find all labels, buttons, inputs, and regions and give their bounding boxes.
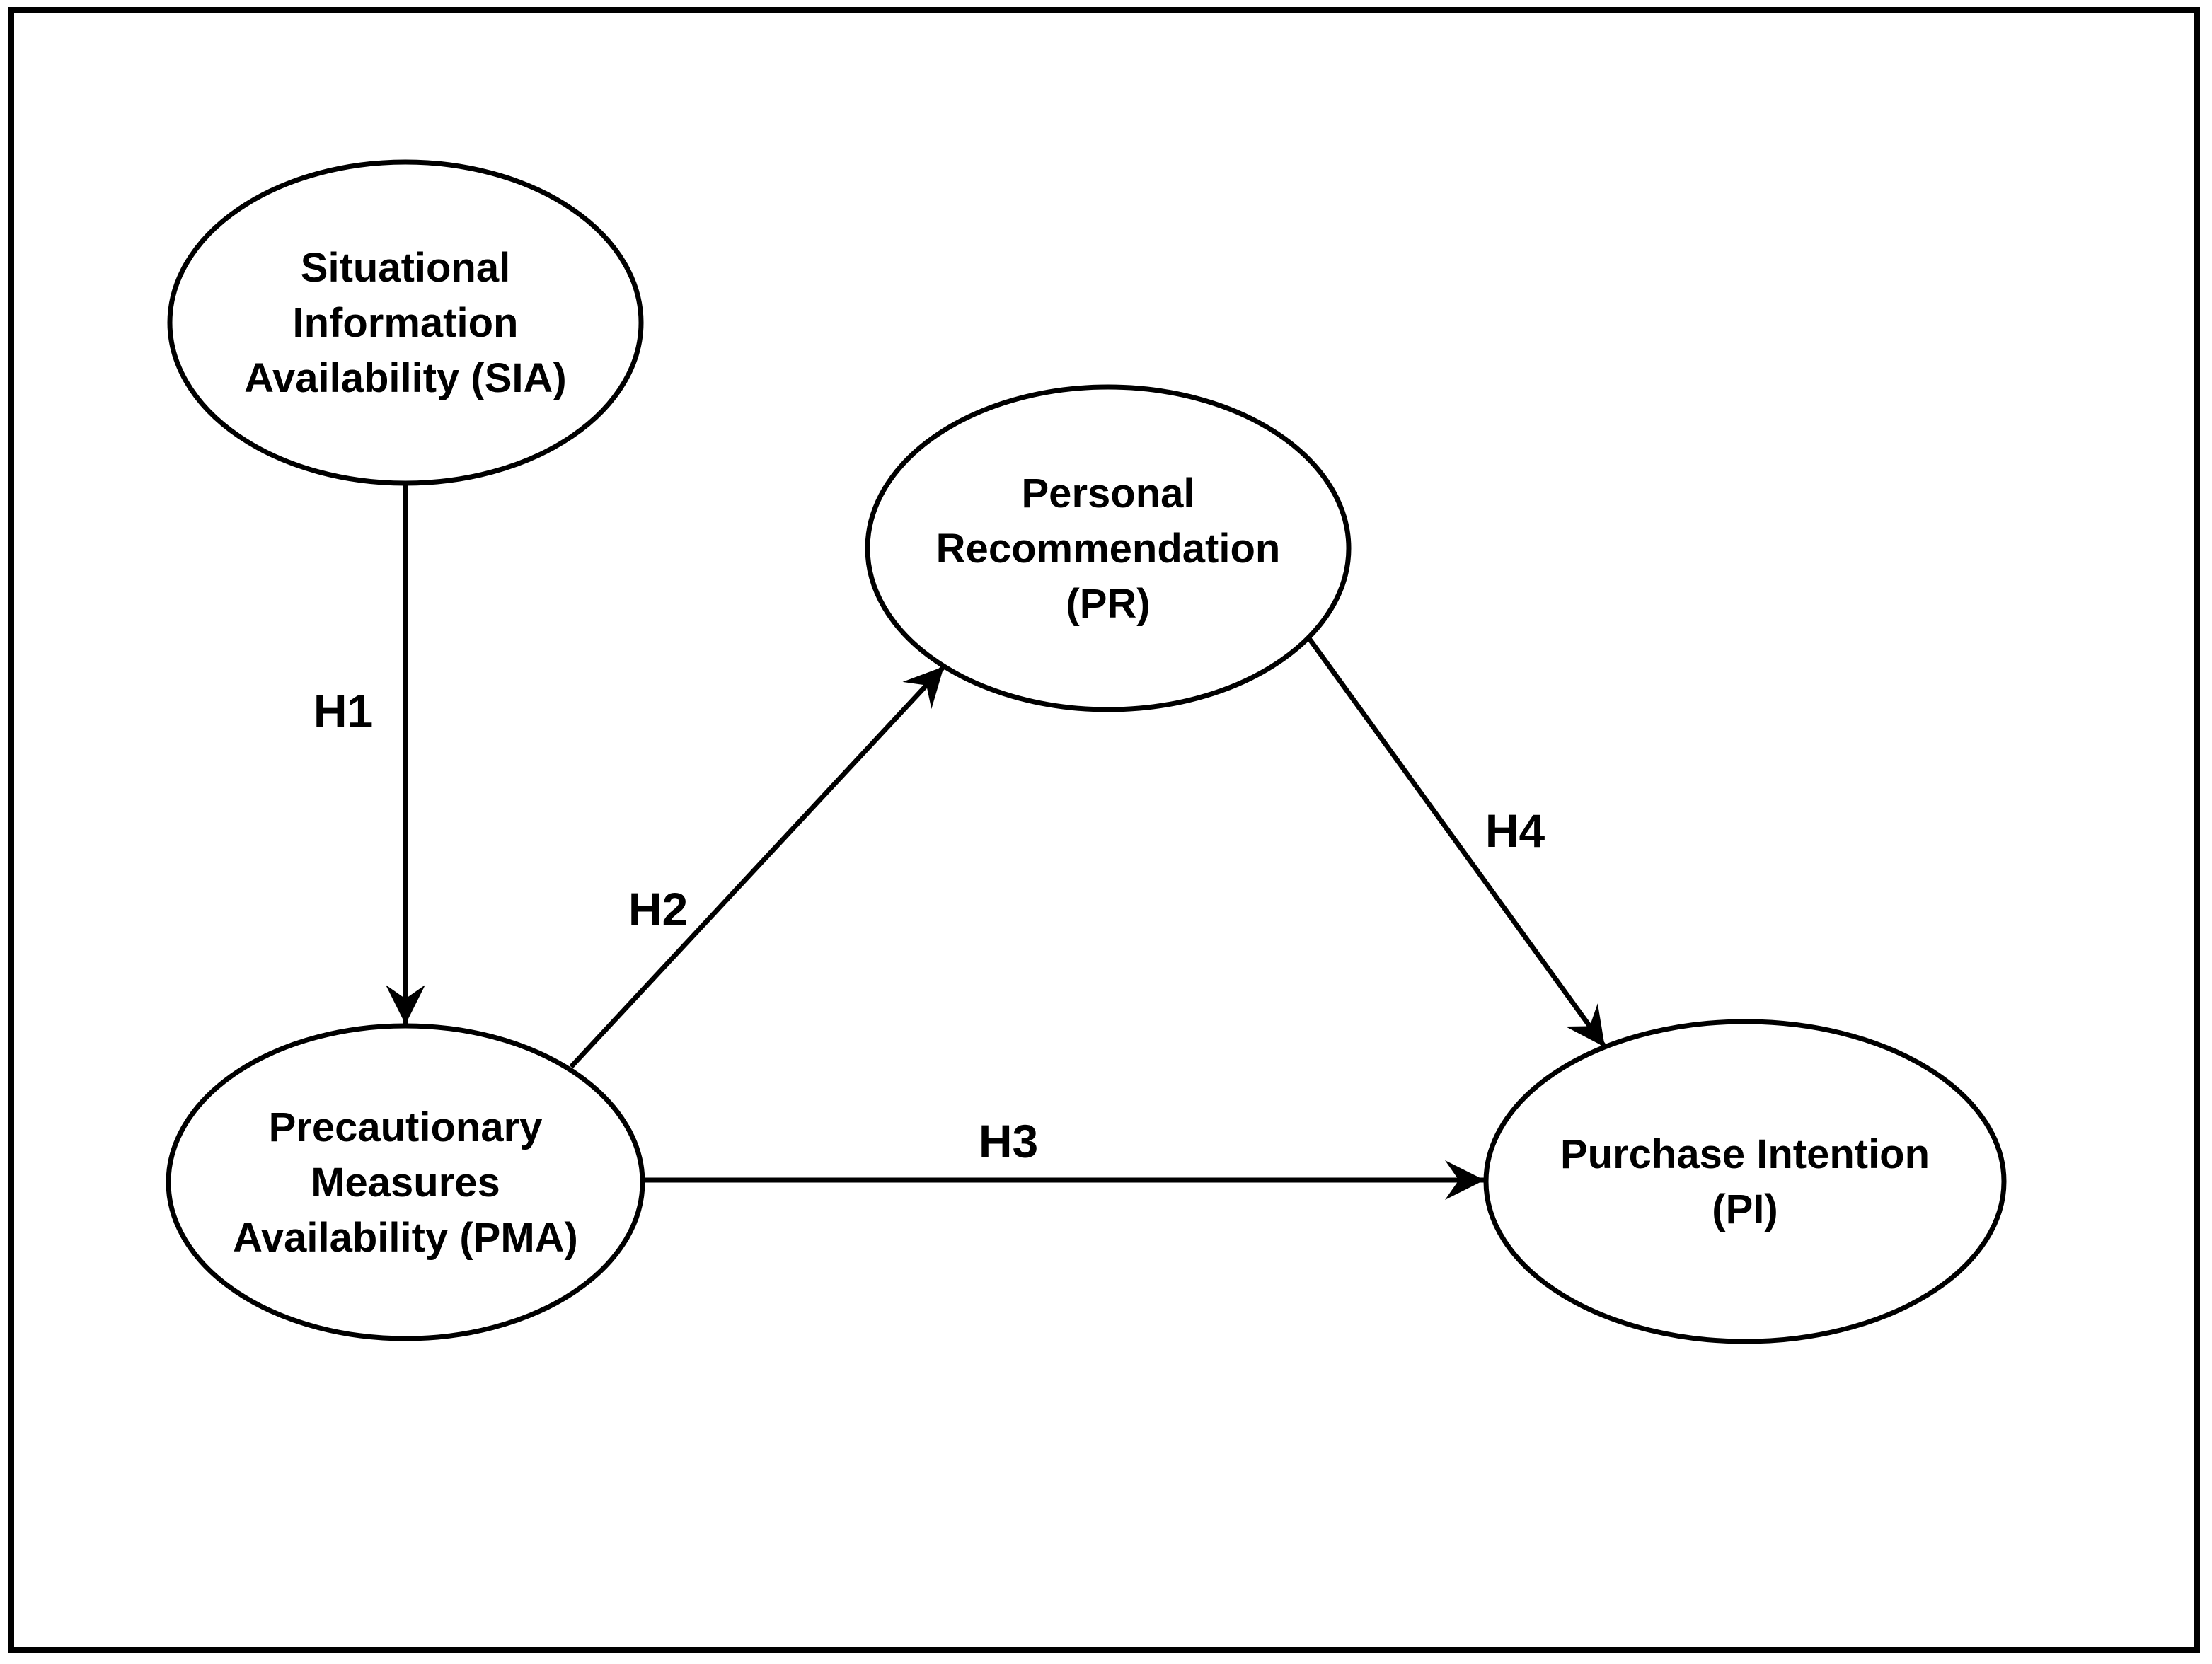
node-sia-label-line2: Information <box>293 300 519 346</box>
arrow-h2-pma-to-pr <box>569 664 946 1069</box>
edge-labels-group: H1 H2 H3 H4 <box>313 685 1545 1167</box>
node-pr-label-line3: (PR) <box>1066 581 1150 627</box>
node-pr: Personal Recommendation (PR) <box>865 384 1352 712</box>
node-pi: Purchase Intention (PI) <box>1483 1019 2007 1344</box>
node-pr-label-line1: Personal <box>1022 470 1195 516</box>
node-sia-label-line1: Situational <box>301 245 510 291</box>
node-sia: Situational Information Availability (SI… <box>167 159 644 486</box>
edge-label-h1: H1 <box>313 685 373 737</box>
node-pi-ellipse <box>1483 1019 2007 1344</box>
edges-group <box>386 483 1607 1200</box>
arrow-h4-pr-to-pi <box>1306 635 1607 1049</box>
node-pma: Precautionary Measures Availability (PMA… <box>166 1023 645 1341</box>
node-sia-ellipse <box>167 159 644 486</box>
node-pi-label-line2: (PI) <box>1712 1186 1778 1232</box>
node-pma-ellipse <box>166 1023 645 1341</box>
node-pi-label-line1: Purchase Intention <box>1560 1131 1930 1177</box>
edge-label-h2: H2 <box>628 883 688 935</box>
node-pma-label-line2: Measures <box>311 1160 500 1206</box>
node-pr-ellipse <box>865 384 1352 712</box>
node-pr-label-line2: Recommendation <box>936 526 1281 572</box>
edge-label-h4: H4 <box>1485 804 1545 857</box>
node-sia-label-line3: Availability (SIA) <box>244 355 567 401</box>
edge-label-h3: H3 <box>979 1115 1038 1167</box>
node-pma-label-line1: Precautionary <box>269 1104 543 1150</box>
node-pma-label-line3: Availability (PMA) <box>233 1215 578 1261</box>
